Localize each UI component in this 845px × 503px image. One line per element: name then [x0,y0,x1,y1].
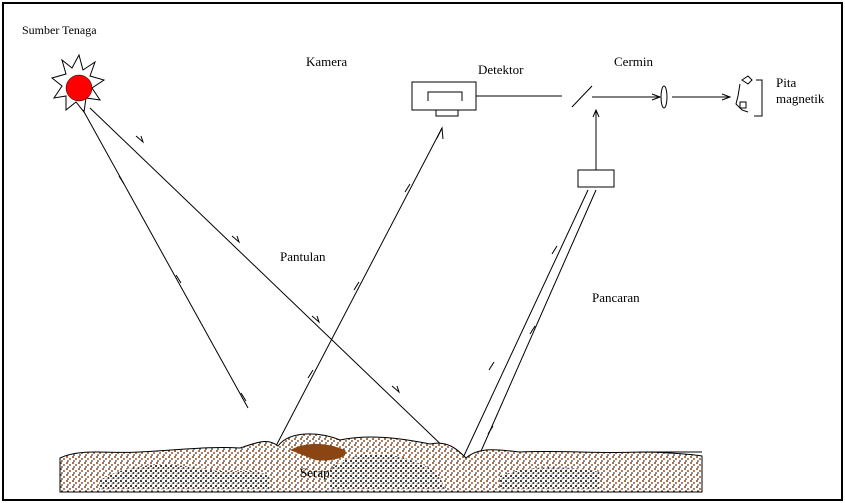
label-detector: Detektor [478,62,524,77]
label-mirror: Cermin [614,54,653,69]
sensor-to-mirror-arrow [592,108,600,170]
sun-disk [65,74,93,102]
lens-to-tape-arrow [672,93,732,101]
detector-camera-icon [411,81,477,117]
magnetic-tape-icon [735,75,763,117]
sun-icon [50,53,106,114]
label-reflection: Pantulan [280,249,326,264]
label-tape-line1: Pita [776,75,797,90]
emitted-ray-1 [461,189,589,461]
emitted-ray-2 [477,189,597,459]
label-absorption: Serap [300,465,330,480]
emission-sensor-box [577,169,615,188]
mirror-icon [571,85,593,108]
label-camera: Kamera [306,54,348,69]
incoming-ray-left [82,109,249,409]
incoming-ray-right [89,107,453,456]
label-tape-line2: magnetik [776,91,825,106]
label-energy-source: Sumber Tenaga [22,23,97,37]
reflected-ray [275,126,444,447]
mirror-to-lens-arrow [592,93,662,101]
lens-icon [660,85,668,109]
ground-surface [59,433,703,493]
label-emission: Pancaran [592,290,640,305]
